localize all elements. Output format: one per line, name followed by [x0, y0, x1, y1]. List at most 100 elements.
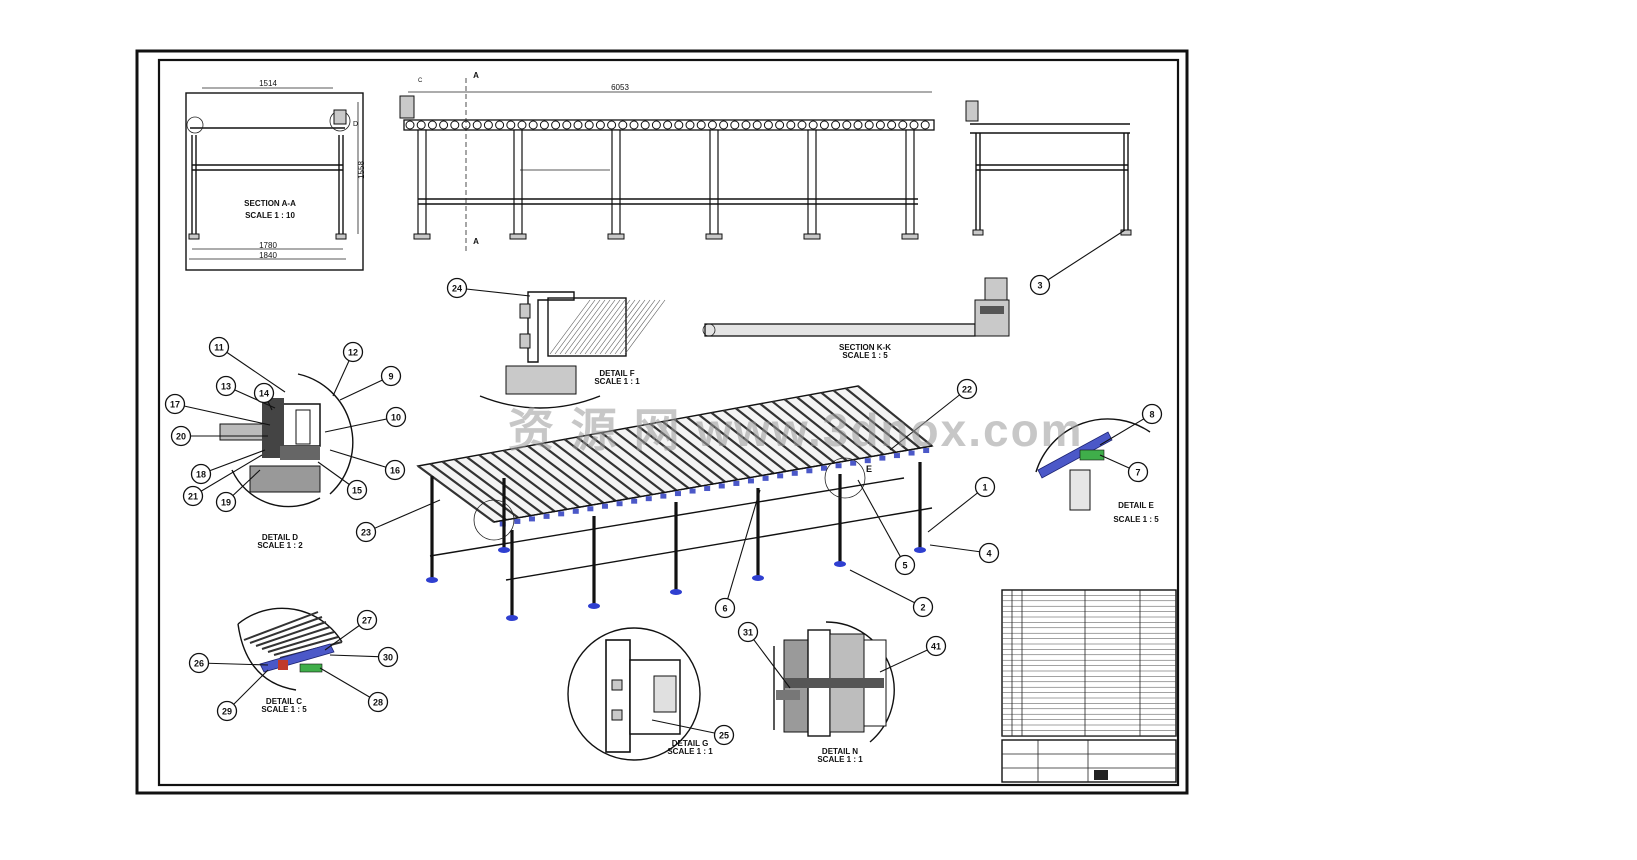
- bom-table: [1001, 589, 1177, 737]
- iso-roller: [637, 425, 714, 485]
- iso-leg-foot: [670, 589, 682, 595]
- hatch-line: [559, 299, 601, 355]
- balloon-circle: [714, 597, 736, 619]
- iso-leg-foot: [914, 547, 926, 553]
- front-roller: [887, 120, 897, 130]
- front-leg: [905, 129, 915, 235]
- watermark: 资 源 网 www.3dnox.com: [508, 404, 1084, 456]
- balloon-11: 11: [208, 336, 230, 358]
- balloon-circle: [164, 393, 186, 415]
- front-roller: [405, 120, 415, 130]
- iso-roller: [417, 465, 495, 523]
- rail-bracket: [645, 496, 652, 502]
- leader-line-21: [192, 454, 263, 497]
- front-leg: [513, 129, 523, 235]
- balloon-circle: [188, 652, 210, 674]
- dim-base-outer: 1840: [259, 251, 277, 260]
- iso-roller: [649, 422, 726, 483]
- iso-roller: [747, 405, 824, 466]
- iso-roller: [796, 396, 872, 458]
- detail-e-title: DETAIL E: [1118, 501, 1154, 510]
- front-roller: [707, 120, 717, 130]
- leader-line-23: [365, 499, 441, 533]
- balloon-number: 20: [176, 432, 186, 442]
- iso-roller: [710, 411, 787, 473]
- iso-leg-foot: [752, 575, 764, 581]
- balloon-circle: [208, 336, 230, 358]
- hatch-line: [549, 299, 591, 355]
- rail-bracket: [777, 473, 784, 479]
- section-kk-scale: SCALE 1 : 5: [842, 351, 888, 360]
- leader-line-1: [927, 486, 986, 533]
- front-roller: [472, 120, 482, 130]
- hatch-line: [599, 299, 641, 355]
- hatch-line: [574, 299, 616, 355]
- balloon-20: 20: [170, 425, 192, 447]
- balloon-number: 7: [1135, 468, 1140, 478]
- balloon-circle: [170, 425, 192, 447]
- iso-roller: [820, 391, 897, 454]
- balloon-number: 10: [391, 413, 401, 423]
- rail-bracket: [601, 503, 608, 509]
- balloon-number: 25: [719, 731, 729, 741]
- balloon-number: 4: [986, 549, 991, 559]
- rail-bracket: [850, 460, 857, 466]
- balloon-18: 18: [190, 463, 212, 485]
- section-mark-bottom: A: [473, 237, 479, 246]
- dim-top-width: 1514: [259, 79, 277, 88]
- balloon-number: 8: [1149, 410, 1154, 420]
- balloon-2: 2: [912, 596, 934, 618]
- front-leg-foot: [705, 233, 723, 240]
- dim-height: 1558: [357, 161, 366, 179]
- iso-roller: [539, 442, 617, 502]
- iso-leg-foot: [834, 561, 846, 567]
- balloon-number: 27: [362, 616, 372, 626]
- front-roller: [551, 120, 561, 130]
- hatch-line: [579, 299, 621, 355]
- front-roller: [696, 120, 706, 130]
- front-roller: [786, 120, 796, 130]
- balloon-number: 28: [373, 698, 383, 708]
- balloon-41: 41: [925, 635, 947, 657]
- leader-line-22: [889, 388, 968, 451]
- front-rollers: [405, 120, 930, 130]
- outer-border: [135, 49, 1189, 795]
- iso-roller: [527, 445, 605, 504]
- front-roller: [573, 120, 583, 130]
- iso-side-rail-parts: [499, 448, 930, 527]
- leader-line-2: [849, 569, 924, 608]
- balloon-circle: [367, 691, 389, 713]
- front-roller: [483, 120, 493, 130]
- iso-roller: [845, 387, 921, 449]
- rail-bracket: [820, 465, 827, 471]
- front-leg: [709, 129, 719, 235]
- balloon-27: 27: [356, 609, 378, 631]
- detail-g-title: DETAIL G: [672, 739, 709, 748]
- balloon-circle: [1127, 461, 1149, 483]
- detail-f-scale: SCALE 1 : 1: [594, 377, 640, 386]
- balloon-number: 22: [962, 385, 972, 395]
- front-roller: [618, 120, 628, 130]
- balloon-number: 24: [452, 284, 462, 294]
- rail-bracket: [718, 483, 725, 489]
- leader-line-3: [1039, 229, 1126, 286]
- front-roller: [898, 120, 908, 130]
- rail-bracket: [689, 488, 696, 494]
- balloon-number: 1: [982, 483, 987, 493]
- balloon-circle: [182, 485, 204, 507]
- detail-c-roller: [273, 636, 339, 656]
- detail-c-roller: [255, 621, 327, 647]
- callout-c: C: [418, 78, 423, 84]
- front-roller: [685, 120, 695, 130]
- front-roller: [674, 120, 684, 130]
- balloon-number: 41: [931, 642, 941, 652]
- rail-bracket: [791, 470, 798, 476]
- balloon-circle: [190, 463, 212, 485]
- iso-leg-foot: [426, 577, 438, 583]
- rail-bracket: [908, 450, 915, 456]
- front-leg-foot: [607, 233, 625, 240]
- balloon-circle: [912, 596, 934, 618]
- leader-line-28: [319, 667, 379, 703]
- iso-roller: [441, 460, 519, 519]
